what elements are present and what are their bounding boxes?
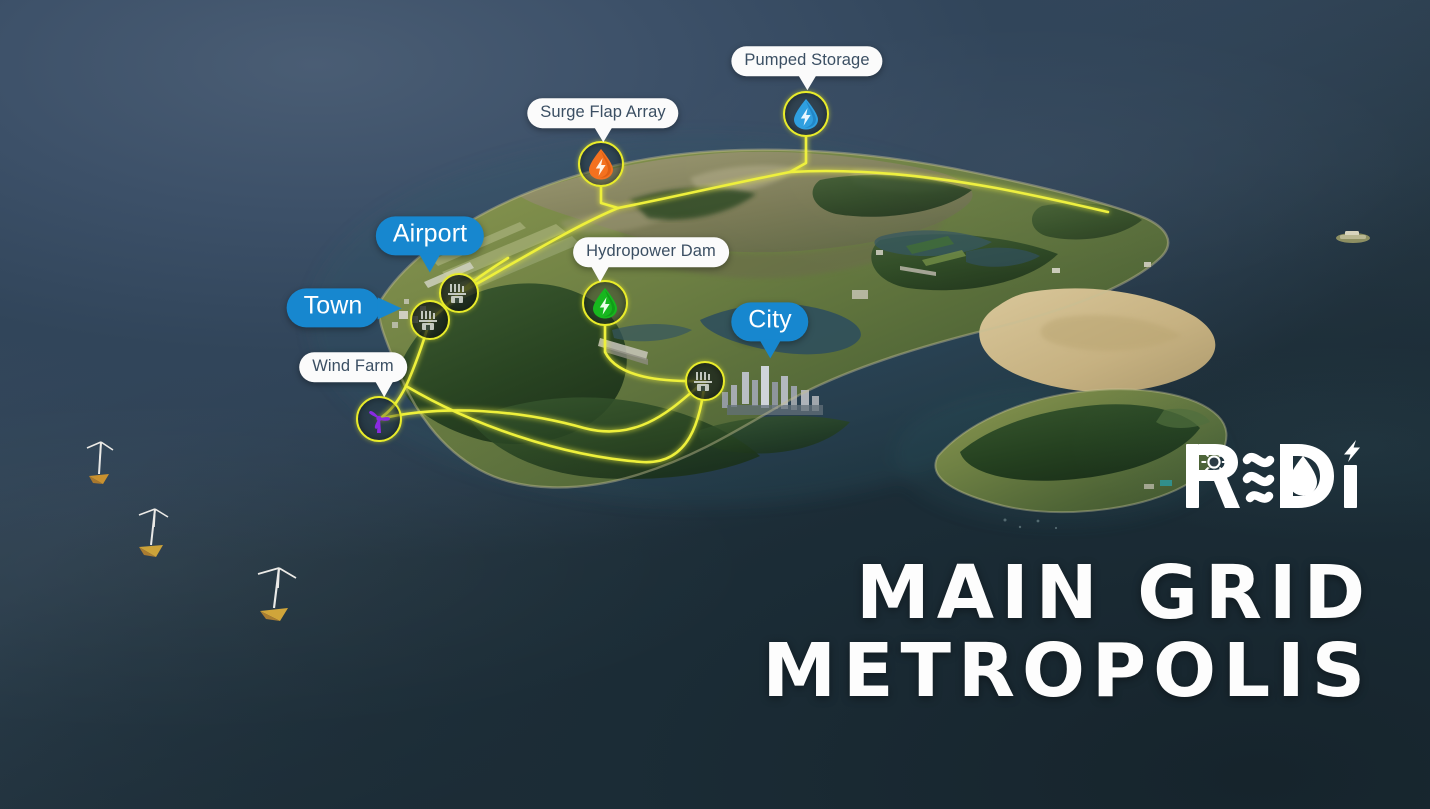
logo-letter-i bbox=[1344, 465, 1357, 508]
boat-icon bbox=[1336, 231, 1370, 243]
label-text: City bbox=[748, 305, 792, 334]
pumped-storage-ring bbox=[783, 91, 829, 137]
hydropower-dam-ring bbox=[582, 280, 628, 326]
label-surge-flap-array[interactable]: Surge Flap Array bbox=[527, 98, 679, 142]
buildings-icon bbox=[448, 284, 466, 303]
label-text: Airport bbox=[392, 219, 468, 248]
label-city[interactable]: City bbox=[731, 302, 809, 359]
east-fields bbox=[852, 236, 1151, 299]
label-text: Wind Farm bbox=[312, 357, 394, 376]
airport-ring bbox=[439, 273, 479, 313]
wind-farm-ring bbox=[356, 396, 402, 442]
bubble-tail bbox=[797, 74, 816, 90]
label-hydropower-dam[interactable]: Hydropower Dam bbox=[573, 237, 729, 282]
label-text: Pumped Storage bbox=[744, 51, 870, 70]
page-title: MAIN GRID METROPOLIS bbox=[762, 556, 1372, 713]
buildings-icon bbox=[419, 311, 437, 330]
water-drop-bolt-icon bbox=[589, 149, 613, 180]
label-text: Surge Flap Array bbox=[540, 103, 666, 122]
wind-turbine-icon bbox=[369, 411, 391, 433]
bubble-tail bbox=[377, 297, 402, 319]
south-island bbox=[934, 388, 1228, 514]
bubble-tail bbox=[594, 126, 612, 142]
redi-logo bbox=[1184, 438, 1374, 514]
bridge bbox=[900, 266, 936, 276]
lightning-bolt-icon bbox=[1344, 440, 1360, 462]
logo-letter-r bbox=[1186, 444, 1240, 508]
water-drop-bolt-icon bbox=[794, 99, 818, 130]
buildings-icon bbox=[694, 372, 712, 391]
label-pumped-storage[interactable]: Pumped Storage bbox=[731, 46, 883, 90]
label-wind-farm[interactable]: Wind Farm bbox=[299, 352, 407, 397]
redi-logo-svg bbox=[1186, 440, 1360, 508]
town-ring bbox=[410, 300, 450, 340]
bubble-tail bbox=[591, 265, 610, 282]
city-ring bbox=[685, 361, 725, 401]
bubble-tail bbox=[759, 339, 781, 359]
waves-icon bbox=[1242, 452, 1275, 503]
water-drop-icon bbox=[1289, 456, 1317, 496]
label-text: Town bbox=[303, 291, 363, 320]
offshore-turbines bbox=[86, 441, 297, 621]
main-island bbox=[377, 148, 1216, 489]
label-text: Hydropower Dam bbox=[586, 242, 716, 261]
city-skyline bbox=[722, 366, 823, 415]
water-detail bbox=[1003, 518, 1058, 530]
water-drop-bolt-icon bbox=[593, 288, 617, 319]
title-line-1: MAIN GRID bbox=[856, 550, 1372, 636]
bubble-tail bbox=[419, 253, 441, 273]
sun-icon bbox=[1201, 449, 1227, 475]
bubble-tail bbox=[374, 380, 393, 397]
label-town[interactable]: Town bbox=[286, 288, 402, 328]
title-line-2: METROPOLIS bbox=[762, 628, 1372, 714]
logo-letter-d bbox=[1280, 444, 1334, 508]
dam-structure bbox=[598, 338, 648, 365]
surge-flap-ring bbox=[578, 141, 624, 187]
label-airport[interactable]: Airport bbox=[375, 216, 485, 273]
